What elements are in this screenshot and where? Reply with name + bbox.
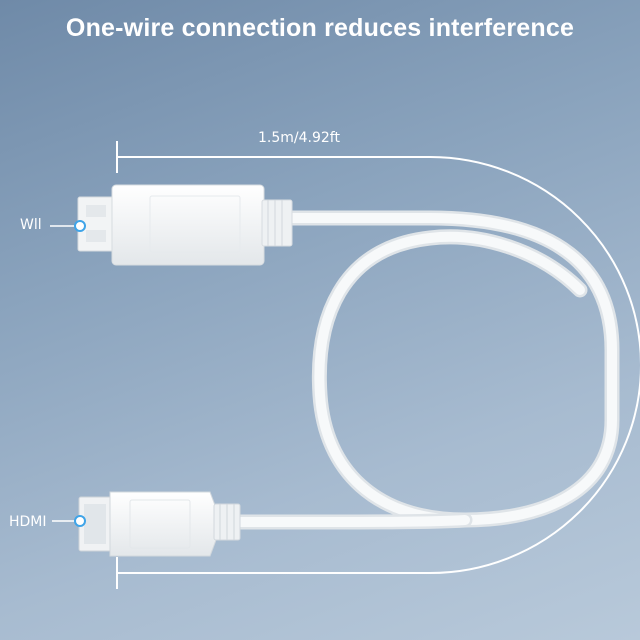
- wii-port-label: Wll: [20, 217, 42, 233]
- hdmi-indicator-dot: [74, 515, 86, 527]
- cable-wire: [284, 210, 620, 528]
- wii-indicator-dot: [74, 220, 86, 232]
- length-label: 1.5m/4.92ft: [258, 130, 340, 146]
- hdmi-connector: [78, 491, 241, 557]
- hdmi-port-label: HDMI: [9, 514, 47, 530]
- headline: One-wire connection reduces interference: [65, 14, 575, 42]
- length-guide-line: [117, 156, 640, 574]
- wii-connector: [77, 184, 293, 266]
